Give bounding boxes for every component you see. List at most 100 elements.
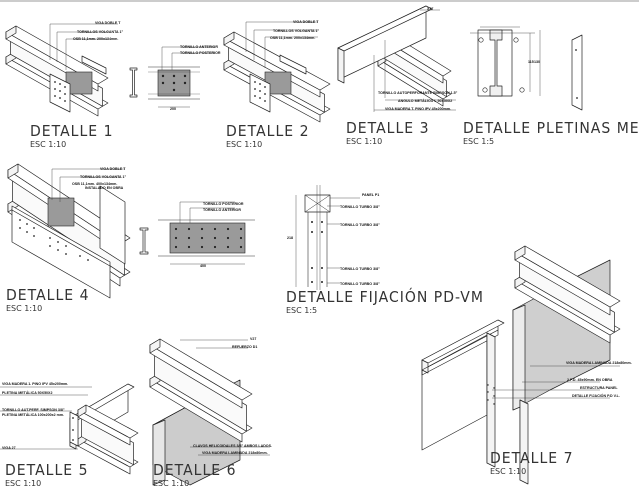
bolt-hole bbox=[59, 90, 61, 92]
screw bbox=[311, 281, 313, 283]
bolt bbox=[226, 227, 230, 231]
bolt bbox=[239, 236, 243, 240]
detail-4-beam-top-flange bbox=[7, 163, 19, 179]
bolt-hole bbox=[478, 37, 484, 43]
bolt bbox=[174, 236, 178, 240]
detail-5-beam-top-flange bbox=[77, 404, 87, 418]
label: VIGA DOBLE T bbox=[95, 21, 121, 25]
label: TORNILLOS VOLGANTA 1" bbox=[273, 29, 320, 33]
bolt-hole bbox=[54, 95, 56, 97]
bolt bbox=[172, 81, 176, 85]
bolt bbox=[187, 227, 191, 231]
bolt bbox=[174, 227, 178, 231]
label: PLETINA METÁLICA 50X50X2 bbox=[2, 391, 53, 395]
bolt-hole bbox=[54, 88, 56, 90]
bolt bbox=[161, 74, 165, 78]
screw bbox=[493, 395, 495, 397]
detail-5-plate bbox=[69, 411, 79, 447]
bolt bbox=[183, 81, 187, 85]
detail-6-title: DETALLE 6 bbox=[153, 462, 237, 480]
detail-2-title: DETALLE 2 bbox=[226, 123, 310, 141]
dimension: 130 bbox=[534, 60, 540, 64]
leader-line bbox=[304, 194, 331, 213]
label: REFUERZO D1 bbox=[232, 345, 258, 349]
label: VIGA MADERA LAMINADA 218x80mm. bbox=[202, 451, 268, 455]
bolt-hole bbox=[575, 49, 577, 51]
detail-2-back-plate bbox=[279, 54, 307, 75]
label: CLAVOS HELICOIDALES 3/8" AMBOS LADOS. bbox=[193, 444, 272, 448]
bolt-hole bbox=[57, 241, 59, 243]
detail-7-scale: ESC 1:10 bbox=[490, 467, 527, 476]
label: OSB 11,1mm. 200x134mm. bbox=[270, 36, 316, 40]
detail-7-lintel-top bbox=[421, 329, 499, 376]
label: VIGA MADERA T. PINO IPV 45x200mm. bbox=[385, 107, 452, 111]
bolt-hole bbox=[79, 255, 81, 257]
detail-plates-title: DETALLE PLETINAS METÁLICAS bbox=[463, 120, 639, 138]
detail-4-back-plate bbox=[99, 185, 126, 265]
detail-4-osb-panel bbox=[47, 197, 75, 227]
label: OSB 11,1mm. 400x134mm. bbox=[72, 182, 118, 186]
bolt-hole bbox=[264, 86, 266, 88]
bolt bbox=[183, 74, 187, 78]
bolt bbox=[239, 227, 243, 231]
label: VIGA MADERA LAMINADA 218x80mm. bbox=[566, 361, 632, 365]
label: PANEL P1 bbox=[362, 193, 380, 197]
detail-1-beam-top-flange bbox=[5, 25, 17, 40]
bolt-hole bbox=[33, 227, 35, 229]
bolt-hole bbox=[54, 81, 56, 83]
label: TORNILLO ANTERIOR bbox=[180, 45, 218, 49]
detail-7-door-frame bbox=[421, 334, 488, 451]
detail-6-scale: ESC 1:10 bbox=[153, 479, 190, 488]
label: TORNILLO POSTERIOR bbox=[203, 202, 244, 206]
screw bbox=[487, 391, 489, 393]
i-section-icon bbox=[139, 227, 149, 255]
screw bbox=[493, 387, 495, 389]
bolt-hole bbox=[259, 97, 261, 99]
bolt-hole bbox=[259, 90, 261, 92]
bolt-hole bbox=[513, 37, 519, 43]
bolt bbox=[226, 236, 230, 240]
screw bbox=[321, 221, 323, 223]
bolt-hole bbox=[576, 97, 578, 99]
label: TORNILLOS VOLGANTA 1" bbox=[77, 30, 124, 34]
bolt-hole bbox=[65, 253, 67, 255]
label: TORNILLO ANTERIOR bbox=[203, 208, 241, 212]
label: 2 P.D. 45x90mm. EN OBRA bbox=[567, 378, 613, 382]
detail-7-stud bbox=[519, 399, 529, 485]
bolt-hole bbox=[254, 81, 256, 83]
screw bbox=[321, 231, 323, 233]
bolt bbox=[213, 245, 217, 249]
bolt-hole bbox=[254, 95, 256, 97]
label: TORNILLOS VOLGANTA 1" bbox=[80, 175, 127, 179]
dimension: 115 bbox=[528, 60, 534, 64]
screw bbox=[311, 267, 313, 269]
bolt bbox=[239, 245, 243, 249]
bolt-hole bbox=[26, 223, 28, 225]
label: TORNILLO TURBO 3/8" bbox=[340, 282, 380, 286]
detail-1-plate bbox=[49, 73, 71, 113]
detail-2-plate bbox=[249, 73, 271, 113]
detail-1-back-plate bbox=[81, 55, 107, 75]
bolt-hole bbox=[259, 83, 261, 85]
bolt bbox=[174, 245, 178, 249]
bolt bbox=[200, 236, 204, 240]
bolt-hole bbox=[87, 259, 89, 261]
label: VIGA 27 bbox=[2, 446, 16, 450]
detail-7-beam-top-flange bbox=[514, 245, 526, 261]
detail-4-scale: ESC 1:10 bbox=[6, 304, 43, 313]
detail-4-title: DETALLE 4 bbox=[6, 287, 90, 305]
detail-3-title: DETALLE 3 bbox=[346, 120, 430, 138]
bolt-hole bbox=[65, 245, 67, 247]
label: X37 bbox=[427, 7, 434, 11]
bolt bbox=[226, 245, 230, 249]
detail-7-wall-end bbox=[512, 304, 526, 411]
bolt-hole bbox=[49, 245, 51, 247]
bolt bbox=[161, 81, 165, 85]
detail-fixing-scale: ESC 1:5 bbox=[286, 306, 318, 315]
bolt-hole bbox=[19, 219, 21, 221]
bolt-hole bbox=[264, 93, 266, 95]
screw bbox=[487, 399, 489, 401]
label: TORNILLO TURBO 3/8" bbox=[340, 205, 380, 209]
screw bbox=[321, 281, 323, 283]
detail-4-plan-panel bbox=[169, 222, 246, 254]
